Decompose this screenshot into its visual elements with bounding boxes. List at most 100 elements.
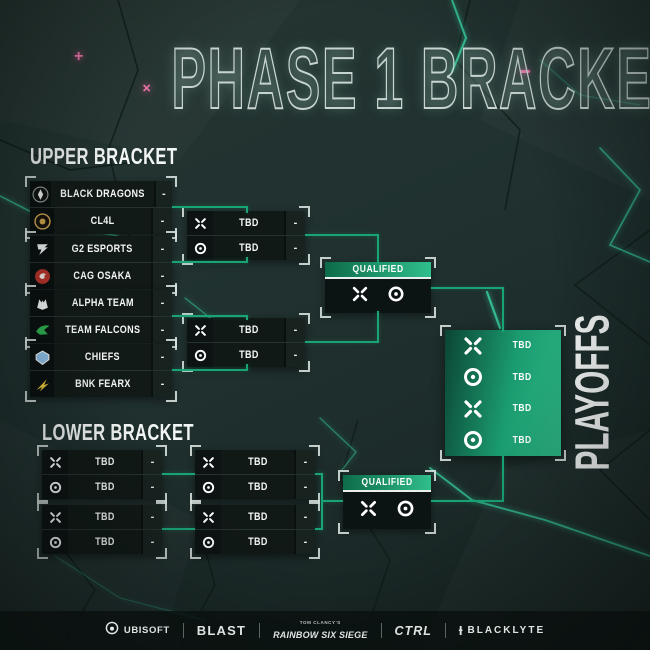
footer-separator	[259, 623, 261, 638]
score-cell: -	[286, 343, 305, 367]
connector-line	[502, 456, 504, 502]
team-row: CHIEFS -	[30, 344, 172, 370]
qualified-banner: QUALIFIED	[343, 475, 431, 492]
team-name: BNK FEARX	[74, 378, 131, 390]
slot-name: TBD	[512, 340, 532, 352]
ubisoft-brand: UBISOFT	[105, 621, 170, 640]
team-name: TBD	[238, 217, 259, 229]
team-row: TBD -	[195, 474, 315, 499]
x-mark-icon	[187, 211, 213, 235]
cag-osaka-logo	[30, 263, 54, 289]
sponsor-bar: UBISOFT BLAST TOM CLANCY'S RAINBOW SIX S…	[0, 611, 650, 650]
lower-bracket-label: LOWER BRACKET	[42, 419, 194, 445]
brand-name: UBISOFT	[123, 625, 170, 636]
team-name: TBD	[247, 511, 268, 523]
playoffs-panel: TBD TBD TBD TBD	[440, 325, 566, 461]
team-name: TEAM FALCONS	[64, 324, 141, 336]
score-cell: -	[143, 475, 162, 499]
target-icon	[386, 284, 406, 309]
team-row: TBD -	[187, 211, 305, 235]
ctrl-brand: CTRL	[395, 624, 432, 638]
team-row: TBD -	[195, 450, 315, 474]
connector-line	[502, 287, 504, 332]
target-icon	[195, 530, 221, 554]
target-icon	[42, 530, 68, 554]
team-row: TBD -	[42, 450, 162, 474]
team-name: TBD	[94, 481, 115, 493]
x-mark-icon	[187, 318, 213, 342]
brand-name: BLACKLYTE	[467, 625, 546, 636]
team-name: TBD	[247, 456, 268, 468]
score-cell: -	[153, 371, 172, 397]
lower-match-3: TBD - TBD -	[190, 445, 320, 504]
bnk-fearx-logo	[30, 371, 54, 397]
team-name: CL4L	[90, 215, 115, 227]
score-cell: -	[143, 530, 162, 554]
lower-match-4: TBD - TBD -	[190, 500, 320, 559]
x-mark-icon	[461, 397, 485, 421]
score-cell: -	[296, 505, 315, 529]
score-cell: -	[296, 530, 315, 554]
connector-line	[305, 341, 379, 343]
upper-match-3: ALPHA TEAM - TEAM FALCONS -	[25, 285, 177, 348]
footer-separator	[182, 623, 184, 638]
score-cell: -	[153, 290, 172, 316]
team-row: BLACK DRAGONS -	[30, 181, 172, 207]
connector-line	[246, 364, 248, 371]
upper-semifinal-2: TBD - TBD -	[182, 313, 310, 372]
target-icon	[187, 343, 213, 367]
team-name: ALPHA TEAM	[71, 297, 134, 309]
score-cell: -	[153, 208, 172, 234]
score-cell: -	[153, 236, 172, 262]
connector-line	[431, 287, 504, 289]
slot-name: TBD	[512, 371, 532, 383]
target-icon	[461, 365, 485, 389]
team-row: TBD -	[42, 529, 162, 554]
connector-line	[246, 315, 248, 320]
team-row: TBD -	[42, 474, 162, 499]
blacklyte-brand: Ɨ BLACKLYTE	[459, 623, 545, 638]
upper-match-1: BLACK DRAGONS - CL4L -	[25, 176, 177, 239]
team-name: TBD	[238, 242, 259, 254]
target-icon	[461, 428, 485, 452]
x-mark-icon	[195, 450, 221, 474]
team-row: TBD -	[195, 529, 315, 554]
team-row: ALPHA TEAM -	[30, 290, 172, 316]
ubisoft-swirl-icon	[105, 621, 119, 640]
x-mark-icon	[350, 284, 370, 309]
connector-line	[162, 528, 195, 530]
score-cell: -	[143, 450, 162, 474]
lower-qualified-box: QUALIFIED	[338, 470, 436, 534]
team-row: G2 ESPORTS -	[30, 236, 172, 262]
page-title: PHASE 1 BRACKET	[171, 31, 650, 127]
target-icon	[395, 498, 416, 524]
team-name: BLACK DRAGONS	[59, 188, 145, 200]
playoff-slot: TBD	[445, 425, 561, 457]
team-name: TBD	[94, 511, 115, 523]
brand-name: BLAST	[196, 623, 247, 638]
team-name: TBD	[238, 349, 259, 361]
lower-match-1: TBD - TBD -	[37, 445, 167, 504]
upper-qualified-box: QUALIFIED	[320, 257, 436, 318]
qualified-banner: QUALIFIED	[325, 262, 431, 279]
x-mark-icon	[358, 498, 379, 524]
team-name: TBD	[247, 536, 268, 548]
score-cell: -	[286, 236, 305, 260]
playoff-slot: TBD	[445, 393, 561, 425]
brand-name: RAINBOW SIX SIEGE	[273, 629, 368, 640]
connector-line	[162, 473, 195, 475]
target-icon	[42, 475, 68, 499]
score-cell: -	[286, 318, 305, 342]
upper-bracket-label: UPPER BRACKET	[30, 143, 178, 169]
connector-line	[172, 315, 248, 317]
g2-esports-logo	[30, 236, 54, 262]
team-row: TEAM FALCONS -	[30, 316, 172, 343]
blast-brand: BLAST	[197, 623, 246, 638]
score-cell: -	[296, 475, 315, 499]
footer-separator	[444, 623, 446, 638]
team-name: TBD	[238, 324, 259, 336]
x-mark-icon	[195, 505, 221, 529]
score-cell: -	[155, 181, 172, 207]
team-row: BNK FEARX -	[30, 370, 172, 397]
